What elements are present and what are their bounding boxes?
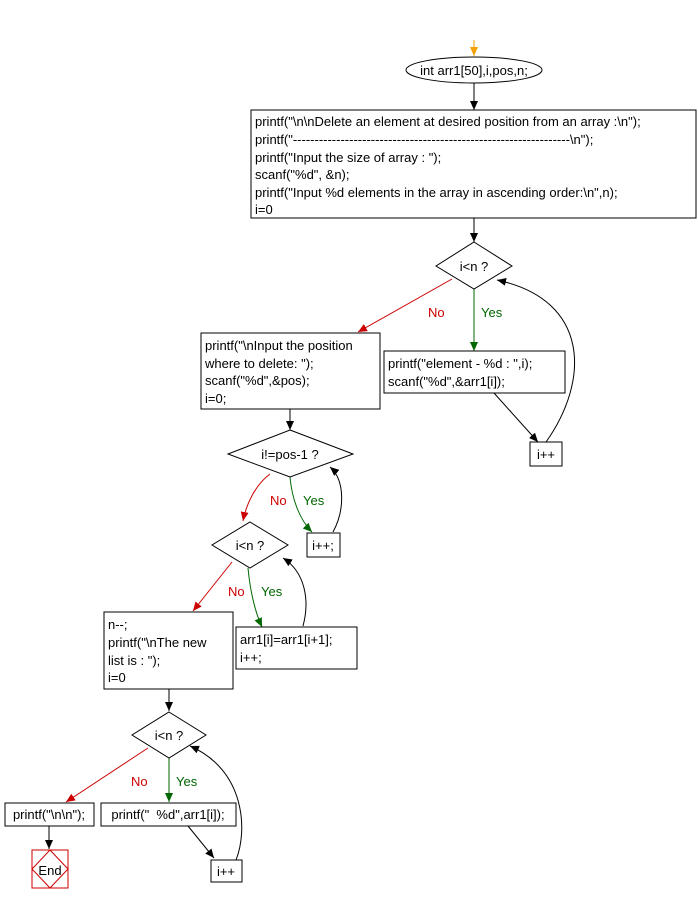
node-cond3: i<n ? bbox=[211, 521, 289, 569]
node-print-nl: printf("\n\n"); bbox=[4, 802, 95, 827]
node-start-text: int arr1[50],i,pos,n; bbox=[420, 63, 528, 78]
label-cond4-yes: Yes bbox=[176, 774, 198, 789]
label-cond3-no: No bbox=[228, 584, 245, 599]
node-print-nl-text: printf("\n\n"); bbox=[13, 807, 85, 822]
node-shift-line: i++; bbox=[240, 650, 262, 665]
node-newlist: n--; printf("\nThe new list is : "); i=0 bbox=[103, 611, 234, 690]
node-shift-line: arr1[i]=arr1[i+1]; bbox=[240, 632, 333, 647]
node-inc2-text: i++; bbox=[312, 538, 334, 553]
node-init-line: i=0 bbox=[255, 202, 273, 217]
node-init-line: printf("--------------------------------… bbox=[255, 132, 593, 147]
node-end: End bbox=[31, 849, 69, 889]
node-ask-pos-line: i=0; bbox=[205, 391, 226, 406]
node-newlist-text: n--; printf("\nThe new list is : "); i=0 bbox=[108, 617, 210, 685]
node-inc4: i++ bbox=[210, 859, 243, 883]
label-cond3-yes: Yes bbox=[261, 584, 283, 599]
node-read-elem-text: printf("element - %d : ",i); scanf("%d",… bbox=[388, 356, 536, 389]
node-newlist-line: printf("\nThe new bbox=[108, 635, 207, 650]
node-start: int arr1[50],i,pos,n; bbox=[405, 56, 543, 84]
edge-inc1-loop bbox=[496, 277, 575, 443]
node-print-elem-text: printf(" %d",arr1[i]); bbox=[111, 807, 224, 822]
edge-cond2-yes bbox=[289, 476, 313, 533]
edge-cond3-no bbox=[192, 561, 233, 612]
node-read-elem-line: scanf("%d",&arr1[i]); bbox=[388, 374, 505, 389]
label-cond1-no: No bbox=[428, 305, 445, 320]
edge-cond4-no bbox=[65, 747, 149, 803]
label-cond1-yes: Yes bbox=[481, 305, 503, 320]
label-cond2-no: No bbox=[270, 493, 287, 508]
node-init-line: printf("Input %d elements in the array i… bbox=[255, 185, 618, 200]
node-read-elem-line: printf("element - %d : ",i); bbox=[388, 356, 532, 371]
label-cond4-no: No bbox=[131, 774, 148, 789]
edge-cond3-yes bbox=[247, 567, 263, 628]
node-inc1-text: i++ bbox=[537, 447, 555, 462]
edge-inc2-loop bbox=[329, 466, 343, 533]
node-cond1: i<n ? bbox=[435, 241, 513, 290]
node-newlist-line: list is : "); bbox=[108, 653, 160, 668]
node-inc2: i++; bbox=[306, 532, 341, 558]
node-cond3-text: i<n ? bbox=[236, 538, 265, 553]
node-ask-pos-text: printf("\nInput the position where to de… bbox=[204, 338, 356, 406]
node-init-line: printf("\n\nDelete an element at desired… bbox=[255, 114, 641, 129]
edge-cond1-no bbox=[357, 278, 453, 333]
node-print-elem: printf(" %d",arr1[i]); bbox=[100, 802, 237, 827]
node-ask-pos-line: printf("\nInput the position bbox=[205, 338, 353, 353]
node-newlist-line: i=0 bbox=[108, 670, 126, 685]
edge-cond2-no bbox=[240, 473, 271, 522]
node-init: printf("\n\nDelete an element at desired… bbox=[250, 109, 697, 219]
edge-inc4-loop bbox=[189, 745, 243, 861]
edge-labels: No Yes No Yes No Yes No Yes bbox=[131, 305, 503, 789]
node-init-text: printf("\n\nDelete an element at desired… bbox=[255, 114, 644, 217]
node-inc1: i++ bbox=[529, 441, 563, 467]
node-cond2-text: i!=pos-1 ? bbox=[261, 447, 318, 462]
node-read-elem: printf("element - %d : ",i); scanf("%d",… bbox=[383, 350, 566, 394]
node-cond2: i!=pos-1 ? bbox=[226, 429, 355, 478]
node-inc4-text: i++ bbox=[217, 864, 235, 879]
node-newlist-line: n--; bbox=[108, 617, 128, 632]
node-shift-text: arr1[i]=arr1[i+1]; i++; bbox=[240, 632, 336, 665]
node-ask-pos-line: scanf("%d",&pos); bbox=[205, 373, 310, 388]
edges bbox=[45, 40, 575, 861]
node-ask-pos-line: where to delete: "); bbox=[204, 356, 314, 371]
label-cond2-yes: Yes bbox=[303, 493, 325, 508]
node-cond4-text: i<n ? bbox=[155, 728, 184, 743]
edge-shift-loop bbox=[282, 557, 307, 627]
node-shift: arr1[i]=arr1[i+1]; i++; bbox=[235, 626, 358, 670]
edge-printelem-inc4 bbox=[187, 825, 215, 859]
node-cond1-text: i<n ? bbox=[460, 259, 489, 274]
edge-read-inc1 bbox=[493, 392, 539, 443]
node-cond4: i<n ? bbox=[131, 711, 207, 759]
node-ask-pos: printf("\nInput the position where to de… bbox=[200, 332, 381, 410]
node-end-text: End bbox=[38, 863, 61, 878]
node-init-line: printf("Input the size of array : "); bbox=[255, 150, 441, 165]
node-init-line: scanf("%d", &n); bbox=[255, 167, 350, 182]
